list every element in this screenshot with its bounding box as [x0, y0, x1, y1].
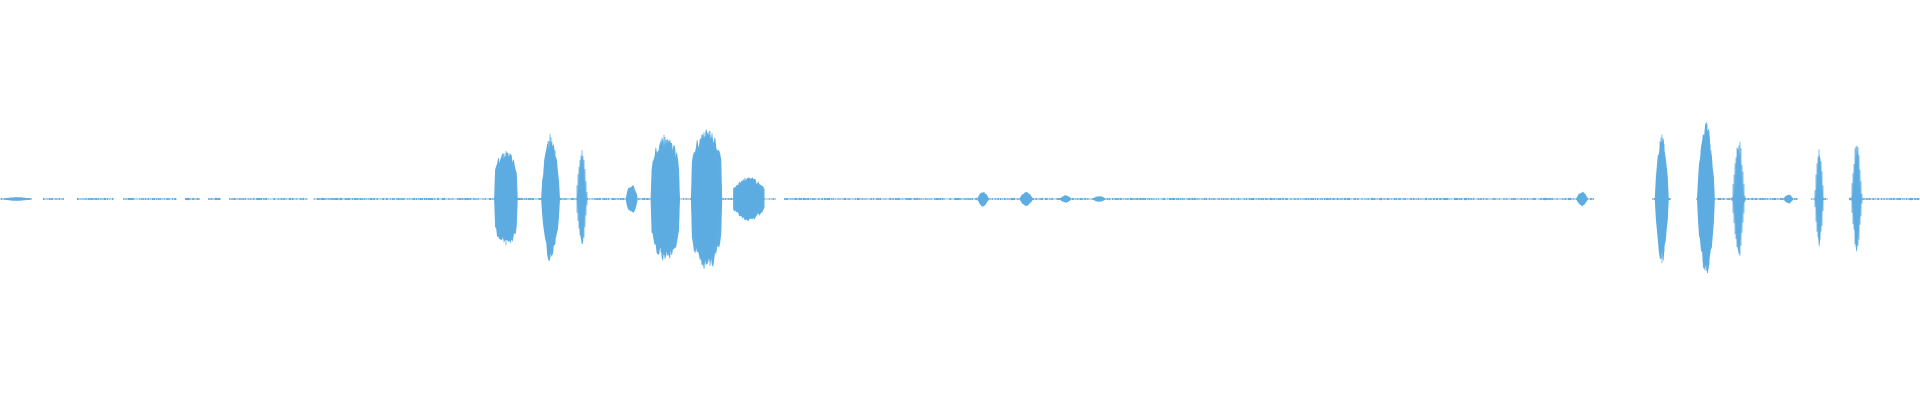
- waveform-segment-17: [1783, 194, 1794, 204]
- waveform-segment-11: [1059, 195, 1072, 203]
- waveform-segment-5: [625, 185, 638, 213]
- waveform-segment-13: [1575, 191, 1589, 207]
- waveform-segment-12: [1091, 196, 1107, 202]
- waveform-segment-9: [976, 191, 990, 207]
- waveform-baseline: [0, 197, 1920, 201]
- waveform-segment-1: [2, 197, 31, 201]
- waveform-segment-10: [1019, 191, 1034, 207]
